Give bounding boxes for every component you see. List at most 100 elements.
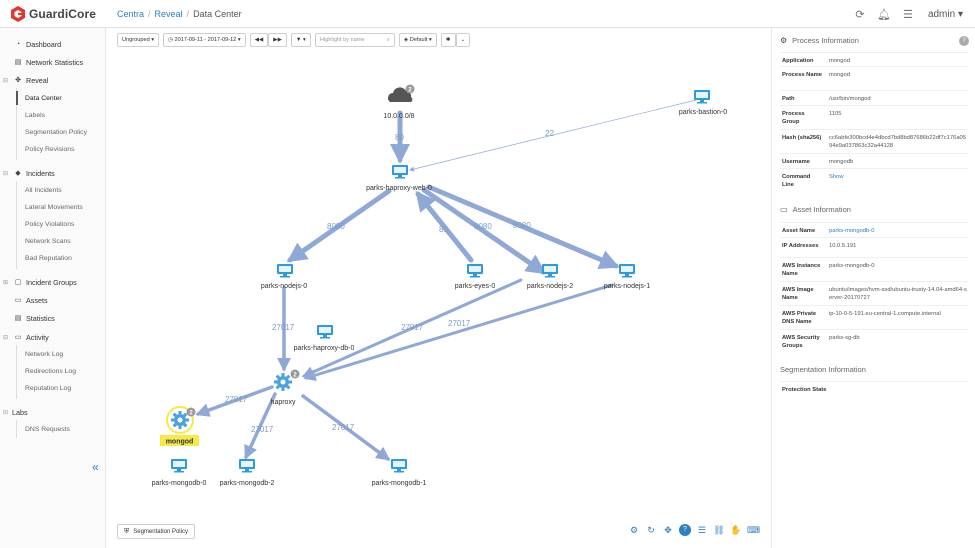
sidebar-item-policy-violations[interactable]: Policy Violations [25, 220, 75, 228]
asset-info-title: Asset Information [792, 205, 851, 214]
collapse-sidebar-icon[interactable]: « [92, 460, 99, 474]
kv-key: Command Line [782, 174, 811, 188]
sidebar-item-reveal[interactable]: ⊟✤Reveal [3, 73, 49, 87]
node-label: 10.0.0.0/8 [383, 113, 414, 120]
hand-icon[interactable]: ✋ [730, 525, 742, 535]
settings-cog-icon[interactable]: ⚙ [629, 525, 639, 535]
edge-web-nodejs1[interactable] [426, 184, 620, 269]
edge-web-nodejs0[interactable] [286, 188, 392, 263]
kv-key: Protection State [782, 387, 827, 393]
tree-line [16, 181, 17, 269]
breadcrumb-centra[interactable]: Centra [117, 9, 145, 19]
sidebar-item-labs[interactable]: ⊟Labs [3, 405, 28, 419]
sidebar-item-activity[interactable]: ⊟▭Activity [3, 330, 49, 344]
edge-haproxy-mongod[interactable] [195, 385, 274, 417]
sidebar-item-statistics[interactable]: ▤Statistics [12, 311, 55, 325]
edge-web-nodejs2[interactable] [421, 187, 547, 275]
sidebar-item-data-center[interactable]: Data Center [25, 94, 62, 102]
sidebar-item-network-scans[interactable]: Network Scans [25, 237, 71, 245]
sidebar: ◔Dashboard ▤Network Statistics ⊟✤Reveal … [0, 28, 106, 548]
sidebar-item-network-log[interactable]: Network Log [25, 350, 64, 358]
edge-label-port: 27017 [448, 319, 471, 328]
sidebar-item-reputation-log[interactable]: Reputation Log [25, 384, 72, 392]
graph-options-button[interactable]: ✱ [440, 33, 456, 47]
edge-label-port: 8080 [327, 222, 345, 231]
link-icon[interactable]: ⛓ [713, 525, 725, 535]
sidebar-item-assets[interactable]: ▭Assets [12, 293, 48, 307]
bell-icon[interactable]: 🔔︎ [876, 8, 891, 21]
monitor-icon [619, 264, 635, 278]
breadcrumb-reveal[interactable]: Reveal [154, 9, 183, 19]
move-icon[interactable]: ✥ [664, 525, 672, 535]
edge-haproxy-mongodb2[interactable] [244, 392, 277, 460]
sidebar-item-label: Reveal [26, 75, 49, 85]
node-label: haproxy [271, 399, 296, 406]
sidebar-item-network-statistics[interactable]: ▤Network Statistics [12, 55, 83, 69]
collapse-toggle-icon[interactable]: ⊟ [3, 170, 9, 177]
sidebar-item-all-incidents[interactable]: All Incidents [25, 186, 62, 194]
layout-select[interactable]: ◈ Default ▾ [398, 33, 437, 47]
sidebar-item-bad-reputation[interactable]: Bad Reputation [25, 254, 72, 262]
grouping-select[interactable]: Ungrouped ▾ [117, 33, 160, 47]
node-parks-mongodb-1[interactable]: parks-mongodb-1 [372, 459, 427, 487]
show-command-link[interactable]: Show [829, 174, 844, 180]
expand-toggle-icon[interactable]: ⊞ [3, 279, 9, 286]
forward-button[interactable]: ▶▶ [268, 33, 287, 47]
node-parks-nodejs-1[interactable]: parks-nodejs-1 [604, 264, 650, 290]
sidebar-item-incidents[interactable]: ⊟◆Incidents [3, 166, 55, 180]
refresh-icon[interactable]: ⟳ [855, 8, 865, 21]
help-icon[interactable]: ? [959, 36, 969, 46]
monitor-icon [542, 264, 558, 278]
edge-label-port: 27017 [251, 425, 274, 434]
user-name: admin [927, 8, 956, 20]
node-parks-mongodb-0[interactable]: parks-mongodb-0 [152, 459, 207, 487]
sidebar-item-lateral-movements[interactable]: Lateral Movements [25, 203, 83, 211]
rotate-icon[interactable]: ↻ [647, 525, 655, 535]
sidebar-item-dashboard[interactable]: ◔Dashboard [12, 37, 61, 51]
node-parks-bastion-0[interactable]: parks-bastion-0 [679, 90, 727, 116]
node-haproxy[interactable]: 2 haproxy [271, 369, 300, 407]
sidebar-item-redirections-log[interactable]: Redirections Log [25, 367, 77, 375]
sliders-icon[interactable]: ☰ [903, 8, 913, 21]
process-info-header: ⚙Process Information [780, 36, 859, 45]
edge-nodejs1-haproxy[interactable] [303, 283, 614, 381]
keyboard-icon[interactable]: ⌨ [747, 525, 760, 535]
highlight-search-input[interactable]: Highlight by name⌕ [314, 33, 395, 47]
node-parks-haproxy-web-0[interactable]: parks-haproxy-web-0 [366, 165, 432, 192]
edge-eyes-web[interactable] [415, 190, 474, 263]
edge-label-port: 8080 [513, 221, 531, 230]
monitor-icon [392, 165, 408, 179]
daterange-picker[interactable]: ◷ 2017-09-11 - 2017-09-12 ▾ [163, 33, 246, 47]
collapse-toggle-icon[interactable]: ⊟ [3, 77, 9, 84]
list-icon[interactable]: ☰ [697, 525, 707, 535]
node-mongod[interactable]: 2 mongod [160, 406, 199, 446]
node-parks-eyes-0[interactable]: parks-eyes-0 [455, 264, 496, 290]
node-parks-haproxy-db-0[interactable]: parks-haproxy-db-0 [294, 325, 355, 352]
segmentation-policy-button[interactable]: ⛨ Segmentation Policy [117, 524, 195, 539]
node-parks-nodejs-0[interactable]: parks-nodejs-0 [261, 264, 307, 290]
filter-button[interactable]: ▼ ▾ [290, 33, 311, 47]
user-menu[interactable]: admin ▾ [927, 8, 963, 20]
sidebar-item-incident-groups[interactable]: ⊞▢Incident Groups [3, 275, 77, 289]
sidebar-item-segmentation-policy[interactable]: Segmentation Policy [25, 128, 87, 136]
node-parks-nodejs-2[interactable]: parks-nodejs-2 [527, 264, 573, 290]
node-cloud[interactable]: 2 10.0.0.0/8 [383, 84, 415, 121]
edge-haproxy-mongodb1[interactable] [301, 394, 391, 461]
kv-key: IP Addresses [782, 243, 819, 249]
node-label: parks-nodejs-0 [261, 283, 307, 290]
network-graph[interactable]: 80 22 8080 80 8080 8080 27017 27017 2701… [107, 48, 770, 518]
collapse-toggle-icon[interactable]: ⊟ [3, 409, 9, 416]
asset-name-link[interactable]: parks-mongodb-0 [829, 228, 875, 234]
node-parks-mongodb-2[interactable]: parks-mongodb-2 [220, 459, 275, 487]
rewind-button[interactable]: ◀◀ [249, 33, 269, 47]
graph-options-dropdown[interactable]: ⌄ [455, 33, 471, 47]
edge-bastion-web[interactable] [409, 99, 697, 172]
sidebar-item-policy-revisions[interactable]: Policy Revisions [25, 145, 75, 153]
edge-nodejs2-haproxy[interactable] [301, 278, 523, 378]
collapse-toggle-icon[interactable]: ⊟ [3, 334, 9, 341]
sidebar-item-labels[interactable]: Labels [25, 111, 46, 119]
help-icon[interactable]: ? [679, 524, 691, 536]
segmentation-info-header: Segmentation Information [780, 365, 866, 374]
sidebar-item-dns-requests[interactable]: DNS Requests [25, 425, 70, 433]
